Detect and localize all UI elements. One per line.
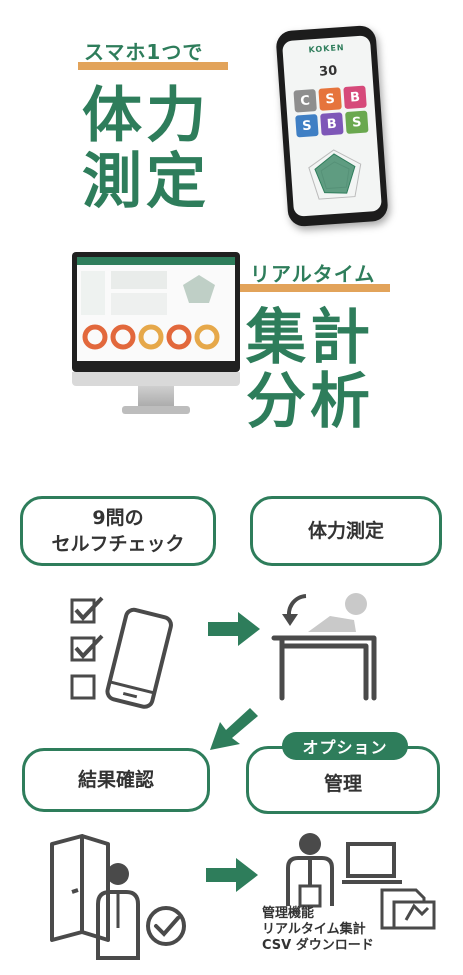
grade-tile: S [295,114,319,138]
tagline-realtime: リアルタイム [240,258,390,298]
stretching-person-icon [271,593,377,701]
step-fitness-test: 体力測定 [250,496,442,566]
hero-title-line1: 体力 [82,81,210,151]
result-report-icon [50,834,186,960]
management-feature-3: CSV ダウンロード [262,938,374,953]
hero-title-line2: 測定 [82,147,210,217]
step-result-check: 結果確認 [22,748,210,812]
step-self-check-line1: 9問の [92,507,144,529]
checklist-icon [70,596,104,700]
tagline-smartphone-text: スマホ1つで [84,40,204,64]
tagline-underline [240,284,390,292]
grade-tile: B [343,85,367,110]
smartphone-icon [105,607,173,709]
management-features: 管理機能 リアルタイム集計 CSV ダウンロード [262,906,374,954]
radar-chart-icon [308,149,362,200]
desktop-monitor-mockup [72,252,240,422]
management-feature-2: リアルタイム集計 [262,922,366,937]
option-badge: オプション [282,732,408,760]
arrow-right-icon [206,858,258,892]
grade-tile: S [345,110,369,135]
hero2-title-line1: 集計 [246,303,374,373]
grade-tile: B [320,112,344,136]
tagline-smartphone: スマホ1つで [78,36,228,76]
grade-tile: S [318,87,342,111]
step-self-check-line2: セルフチェック [51,533,185,555]
dashboard-screen [77,257,235,361]
score-value: 30 [318,63,338,80]
management-feature-1: 管理機能 [262,906,315,921]
tagline-realtime-text: リアルタイム [250,262,376,286]
step-fitness-test-label: 体力測定 [307,520,384,542]
grade-tile: C [293,89,317,113]
tagline-underline [78,62,228,70]
arrow-right-icon [208,612,260,646]
arrow-down-left-icon [210,708,258,750]
step-management-label: 管理 [323,773,362,795]
management-icon [286,833,436,930]
dashboard-icon [77,257,235,350]
hero2-title-line2: 分析 [246,367,374,437]
app-logo: KOKEN [308,42,345,55]
step-self-check: 9問の セルフチェック [20,496,216,566]
step-result-check-label: 結果確認 [77,769,154,791]
